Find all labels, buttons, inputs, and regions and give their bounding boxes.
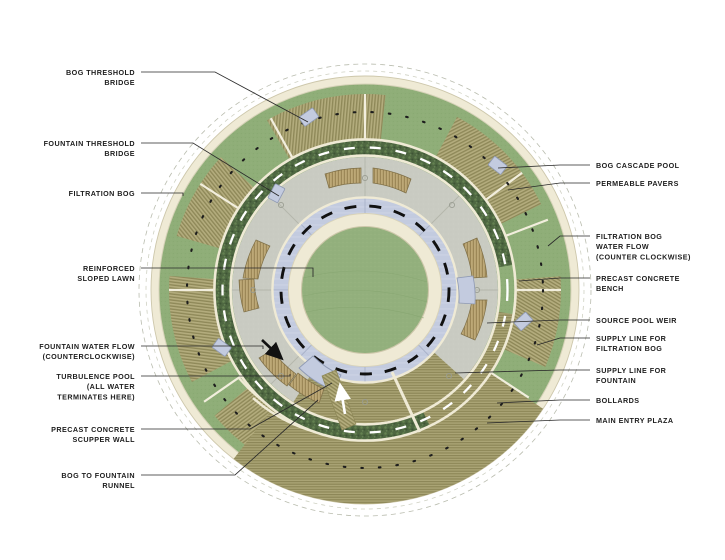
main-entry-plaza-label: MAIN ENTRY PLAZA (596, 416, 673, 425)
bog-cascade-pool-leader-line (497, 164, 590, 169)
reinforced-sloped-lawn-leader-line (141, 267, 314, 277)
bog-outer-curb (213, 138, 517, 442)
filtration-bog-label: FILTRATION BOG (69, 189, 135, 198)
bog-threshold-bridge-leader-line (141, 71, 309, 123)
source-pool-weir-label: SOURCE POOL WEIR (596, 316, 677, 325)
callout-permeable-pavers: PERMEABLE PAVERS (507, 179, 679, 191)
callout-fountain-water-flow: FOUNTAIN WATER FLOW(COUNTERCLOCKWISE) (39, 342, 264, 361)
permeable-pavers-leader-line (507, 182, 590, 191)
paver-ring-plaza-overlap (250, 290, 498, 423)
precast-concrete-bench (372, 167, 412, 194)
callout-filtration-bog: FILTRATION BOG (69, 189, 184, 198)
callout-main-entry-plaza: MAIN ENTRY PLAZA (486, 416, 673, 425)
precast-concrete-bench-leader-line (518, 277, 590, 282)
reinforced-sloped-lawn-center (300, 225, 430, 355)
center-lawn-contours (302, 270, 428, 319)
bog-to-fountain-runnel-leader-line (141, 399, 319, 476)
callout-bollards: BOLLARDS (496, 396, 640, 405)
bollards-arc (185, 110, 545, 470)
supply-line-fountain (390, 371, 422, 433)
supply-line-fountain-pipe (390, 371, 422, 433)
scupper-wall-outer-edge (288, 213, 442, 367)
precast-concrete-scupper-wall (288, 213, 442, 367)
supply-line-fountain-leader-line (454, 369, 590, 374)
bog-to-fountain-runnel (321, 369, 357, 431)
runnel-flow-arrow (334, 382, 351, 415)
supply-line-filtration-bog-leader-line (536, 337, 590, 346)
fountain-water-flow-label: FOUNTAIN WATER FLOW(COUNTERCLOCKWISE) (39, 342, 135, 361)
filtration-bog-water-flow-leader-line (547, 235, 590, 247)
precast-concrete-bench (460, 299, 488, 341)
filtration-bog-leader-line (141, 192, 184, 196)
source-pool-weir (456, 275, 476, 305)
main-entry-plaza-leader-line (486, 419, 590, 424)
precast-concrete-scupper-wall-leader-line (141, 382, 333, 430)
bollards-leader-line (496, 399, 590, 404)
site-boundary-dashed-inner (145, 70, 585, 510)
callout-bog-cascade-pool: BOG CASCADE POOL (497, 161, 680, 170)
bog-inner-curb (229, 154, 501, 426)
callout-source-pool-weir: SOURCE POOL WEIR (486, 316, 677, 325)
source-pool-weir-leader-line (486, 319, 590, 324)
permeable-pavers-label: PERMEABLE PAVERS (596, 179, 679, 188)
precast-concrete-bench (242, 239, 271, 280)
fountain-threshold-bridge (267, 183, 286, 203)
filtration-bog-flow-dashes (221, 146, 509, 434)
bog-outlet-pool (211, 338, 232, 357)
precast-concrete-bench (324, 167, 362, 189)
bog-threshold-bridge (298, 107, 319, 127)
bog-cascade-pool-label: BOG CASCADE POOL (596, 161, 680, 170)
bollards-label: BOLLARDS (596, 396, 640, 405)
bog-cascade-pool (488, 156, 508, 175)
fountain-threshold-bridge-leader-line (141, 142, 280, 197)
fountain-water-flow-leader-line (141, 345, 264, 349)
bollard-dot-row (185, 110, 545, 470)
turbulence-pool-leader-line (141, 374, 291, 377)
fountain-flow-direction-arrow (261, 339, 284, 361)
channel-outer-curb (271, 196, 459, 384)
site-boundary-dashed-outer (138, 63, 592, 517)
fountain-flow-dashes (279, 204, 451, 376)
precast-concrete-bench (288, 372, 325, 404)
